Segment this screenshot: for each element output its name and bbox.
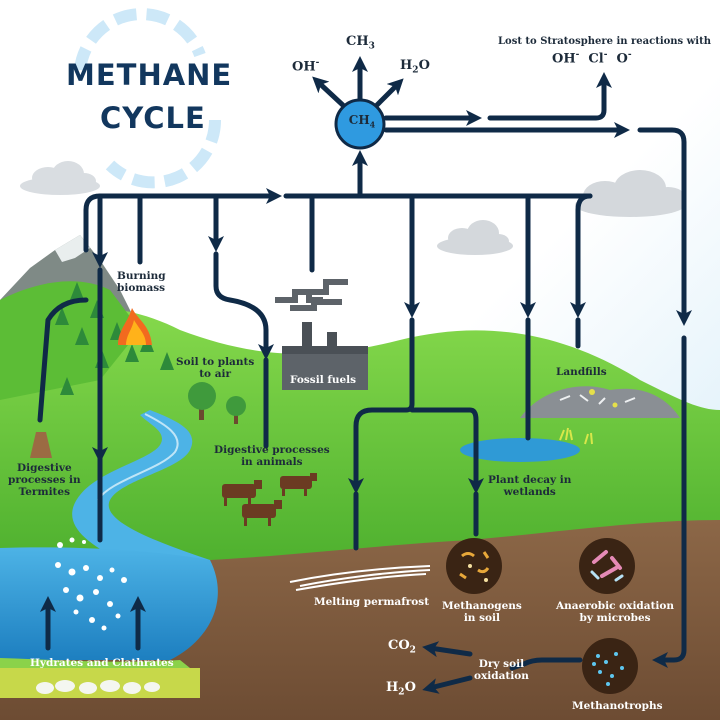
hydrate-layer xyxy=(0,668,200,698)
bubbles xyxy=(55,537,127,631)
seafloor-grass xyxy=(0,658,190,668)
stratosphere-title: Lost to Stratosphere in reactions with xyxy=(498,36,711,47)
label-fossil-fuels: Fossil fuels xyxy=(290,374,357,386)
stratosphere-species: OH- Cl- O- xyxy=(552,50,632,67)
arrow-to-oh xyxy=(312,76,349,111)
permafrost-streaks xyxy=(289,565,431,591)
arrow-to-h2o-sink xyxy=(422,675,473,694)
wetland-pond xyxy=(460,427,593,462)
fire-icon xyxy=(118,308,152,345)
arrow-permafrost xyxy=(347,317,415,495)
title-methane: METHANE xyxy=(66,58,233,92)
ch4-molecule-node xyxy=(334,98,386,150)
arrow-to-co2 xyxy=(422,641,473,658)
arrow-to-h2o xyxy=(371,78,404,111)
cloud-icon xyxy=(437,220,513,255)
methanogens-microbe-icon xyxy=(446,538,502,594)
anaerobic-microbe-icon xyxy=(579,538,635,594)
title-cycle: CYCLE xyxy=(100,101,206,135)
arrow-methanogens xyxy=(409,407,485,495)
termite-mound-icon xyxy=(30,432,52,458)
river xyxy=(72,410,210,560)
arrow-down-right xyxy=(637,127,693,327)
cow-icon xyxy=(222,473,317,526)
co2-formula: CO2 xyxy=(388,638,416,656)
grass-hills xyxy=(0,307,720,560)
label-methanotrophs: Methanotrophs xyxy=(572,700,663,712)
label-hydrates: Hydrates and Clathrates xyxy=(30,657,174,669)
flow-arrows xyxy=(37,55,693,694)
arrow-animals xyxy=(213,251,275,361)
label-landfills: Landfills xyxy=(556,366,607,378)
factory-icon xyxy=(275,279,368,390)
arrow-to-stratosphere xyxy=(487,71,613,121)
ch4-label: CH4 xyxy=(348,113,376,130)
title-ring-icon xyxy=(74,8,222,189)
label-permafrost: Melting permafrost xyxy=(314,596,430,608)
oh-formula: OH- xyxy=(292,58,320,75)
arrow-to-methanotrophs xyxy=(651,335,687,669)
hill-slope xyxy=(0,281,140,400)
cloud-icon xyxy=(575,170,686,217)
cloud-icon xyxy=(20,161,100,195)
ch3-formula: CH3 xyxy=(346,34,375,52)
methanotrophs-microbe-icon xyxy=(582,638,638,694)
arrow-landfills xyxy=(569,193,593,319)
h2o-formula: H2O xyxy=(400,58,430,76)
landfill-icon xyxy=(520,386,680,418)
tree-icon xyxy=(188,382,246,424)
hydrate-crystals-icon xyxy=(36,680,160,694)
h2o-sink-formula: H2O xyxy=(386,680,416,698)
